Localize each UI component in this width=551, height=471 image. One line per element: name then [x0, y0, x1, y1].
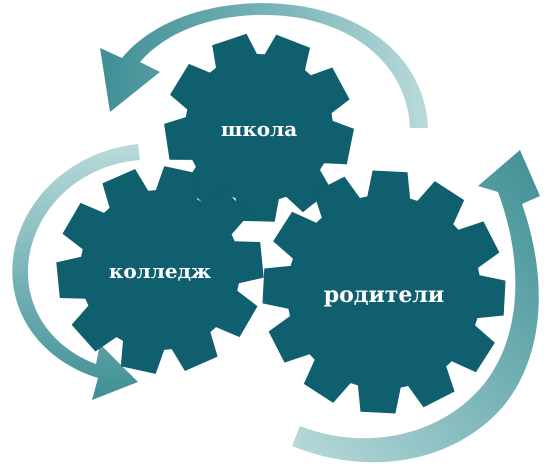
gear-label-school: школа: [221, 117, 297, 141]
gear-school: [164, 33, 354, 222]
gear-label-college: колледж: [109, 259, 211, 283]
gear-label-parents: родители: [324, 282, 445, 308]
gear-icon: [56, 166, 264, 374]
gear-college: [56, 166, 264, 374]
gear-icon: [262, 170, 506, 414]
gear-icon: [164, 33, 354, 222]
gear-parents: [262, 170, 506, 414]
curved-arrow-icon: [292, 150, 540, 463]
arrow-right: [292, 150, 540, 463]
curved-arrow-icon: [12, 144, 140, 400]
arrow-left: [12, 144, 140, 400]
